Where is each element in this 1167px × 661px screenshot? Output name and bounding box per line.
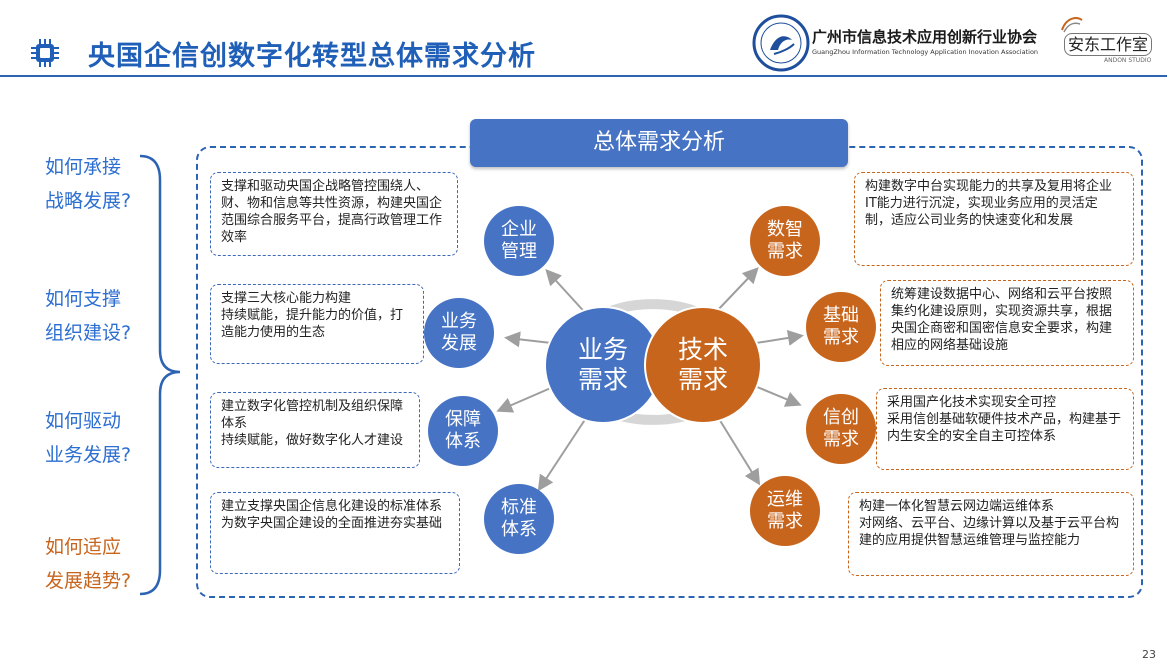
arrow-to-digital (715, 267, 759, 313)
studio-subtitle: ANDON STUDIO (1104, 57, 1152, 64)
circle-label: 体系 (445, 431, 481, 452)
desc-xinchuang-demand: 采用国产化技术实现安全可控 采用信创基础软硬件技术产品，构建基于内生安全的安全自… (876, 388, 1134, 470)
circle-label: 运维 (767, 489, 803, 510)
desc-operations-demand: 构建一体化智慧云网边端运维体系 对网络、云平台、边缘计算以及基于云平台构建的应用… (848, 492, 1134, 576)
circle-label: 数智 (767, 219, 803, 240)
question-line: 如何支撑 (45, 288, 122, 310)
circle-label: 保障 (445, 409, 481, 430)
circle-label: 标准 (501, 497, 537, 518)
page-title: 央国企信创数字化转型总体需求分析 (88, 41, 536, 72)
digital-demand-circle: 数智需求 (750, 206, 820, 276)
studio-name: 安东工作室 (1064, 33, 1153, 56)
question-line: 业务发展? (45, 444, 132, 466)
circle-label: 企业 (501, 219, 537, 240)
circle-label: 业务 (577, 335, 628, 364)
arrow-to-operations (715, 413, 761, 486)
circle-label: 发展 (441, 333, 477, 354)
question-trend: 如何适应 发展趋势? (45, 530, 131, 598)
arrow-to-infrastructure (749, 329, 804, 346)
association-name: 广州市信息技术应用创新行业协会 (812, 28, 1038, 46)
guarantee-system-circle: 保障体系 (428, 396, 498, 466)
chip-icon (30, 38, 60, 68)
circle-label: 业务 (441, 311, 477, 332)
page-number: 23 (1142, 648, 1156, 661)
business-development-circle: 业务发展 (424, 298, 494, 368)
infrastructure-demand-circle: 基础需求 (806, 292, 876, 362)
question-line: 如何承接 (45, 156, 122, 178)
circle-label: 需求 (767, 511, 803, 532)
question-organization: 如何支撑 组织建设? (45, 282, 131, 350)
question-line: 如何驱动 (45, 410, 122, 432)
studio-logo-icon (1060, 14, 1084, 34)
circle-label: 技术 (677, 335, 728, 364)
arrow-to-xinchuang (749, 383, 802, 407)
operations-demand-circle: 运维需求 (750, 476, 820, 546)
title-divider (0, 75, 1167, 77)
tech-demand-circle: 技术需求 (644, 306, 762, 424)
question-strategy: 如何承接 战略发展? (45, 150, 131, 218)
desc-guarantee-system: 建立数字化管控机制及组织保障体系 持续赋能，做好数字化人才建设 (210, 392, 420, 468)
circle-label: 需求 (677, 365, 728, 394)
circle-label: 基础 (823, 305, 859, 326)
standard-system-circle: 标准体系 (484, 484, 554, 554)
left-brace (139, 154, 181, 596)
business-demand-circle: 业务需求 (544, 306, 662, 424)
xinchuang-demand-circle: 信创需求 (806, 394, 876, 464)
desc-infrastructure-demand: 统筹建设数据中心、网络和云平台按照集约化建设原则，实现资源共享，根据央国企商密和… (880, 280, 1134, 366)
question-line: 组织建设? (45, 322, 132, 344)
desc-digital-demand: 构建数字中台实现能力的共享及复用将企业IT能力进行沉淀，实现业务应用的灵活定制，… (854, 172, 1134, 266)
circle-label: 信创 (823, 407, 859, 428)
association-subtitle: GuangZhou Information Technology Applica… (812, 48, 1039, 56)
circle-label: 管理 (501, 241, 537, 262)
arrow-to-standard (537, 411, 591, 492)
question-line: 发展趋势? (45, 570, 132, 592)
desc-standard-system: 建立支撑央国企信息化建设的标准体系 为数字央国企建设的全面推进夯实基础 (210, 492, 460, 574)
circle-label: 需求 (823, 429, 859, 450)
question-business: 如何驱动 业务发展? (45, 404, 131, 472)
circle-label: 需求 (577, 365, 628, 394)
desc-business-development: 支撑三大核心能力构建 持续赋能，提升能力的价值，打造能力使用的生态 (210, 284, 424, 364)
question-line: 战略发展? (45, 190, 132, 212)
question-line: 如何适应 (45, 536, 122, 558)
circle-label: 需求 (823, 327, 859, 348)
association-logo (752, 14, 810, 72)
desc-enterprise-management: 支撑和驱动央国企战略管控围绕人、财、物和信息等共性资源，构建央国企范围综合服务平… (210, 172, 458, 256)
panel-title: 总体需求分析 (470, 119, 848, 167)
enterprise-management-circle: 企业管理 (484, 206, 554, 276)
circle-label: 体系 (501, 519, 537, 540)
circle-label: 需求 (767, 241, 803, 262)
